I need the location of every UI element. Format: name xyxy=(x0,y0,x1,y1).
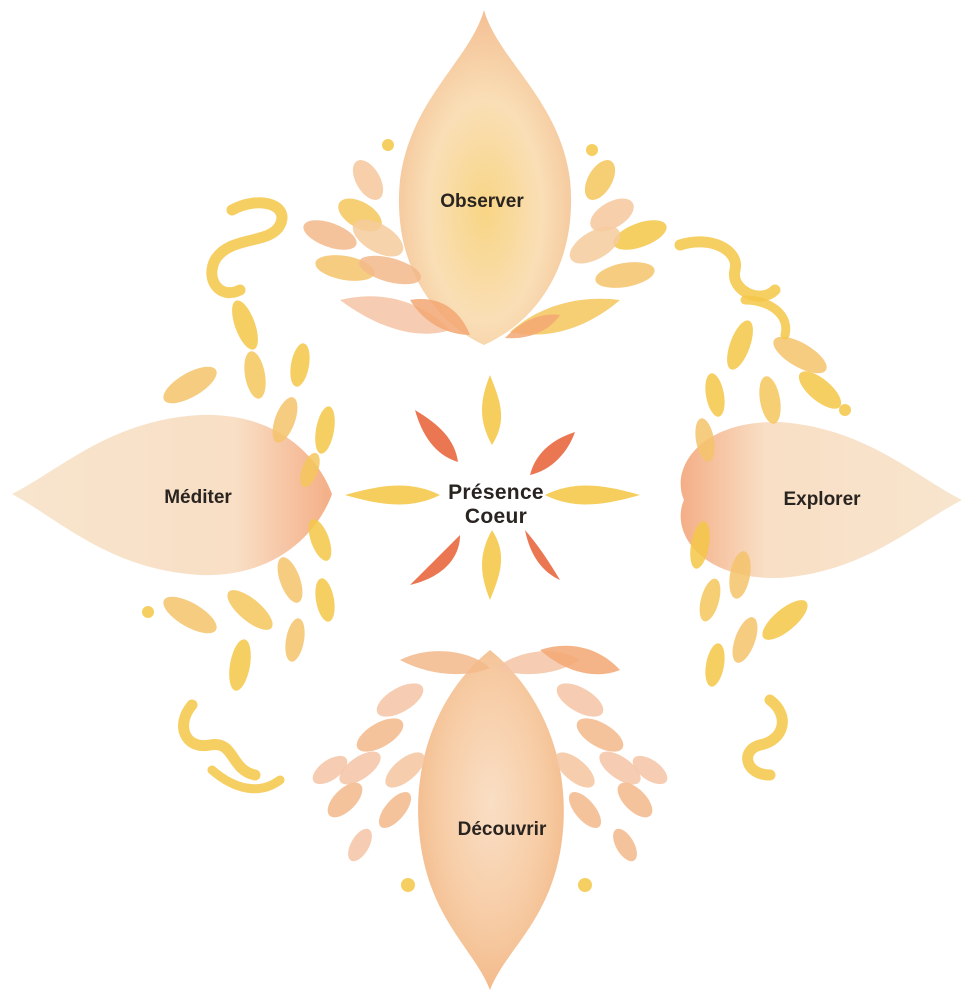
label-explorer: Explorer xyxy=(783,489,860,511)
label-mediter: Méditer xyxy=(164,487,232,509)
label-center-line1: Présence xyxy=(448,481,544,505)
label-observer: Observer xyxy=(440,191,523,213)
label-decouvrir: Découvrir xyxy=(458,819,547,841)
petal-top xyxy=(399,10,571,345)
label-center: Présence Coeur xyxy=(448,481,544,529)
label-center-line2: Coeur xyxy=(448,505,544,529)
